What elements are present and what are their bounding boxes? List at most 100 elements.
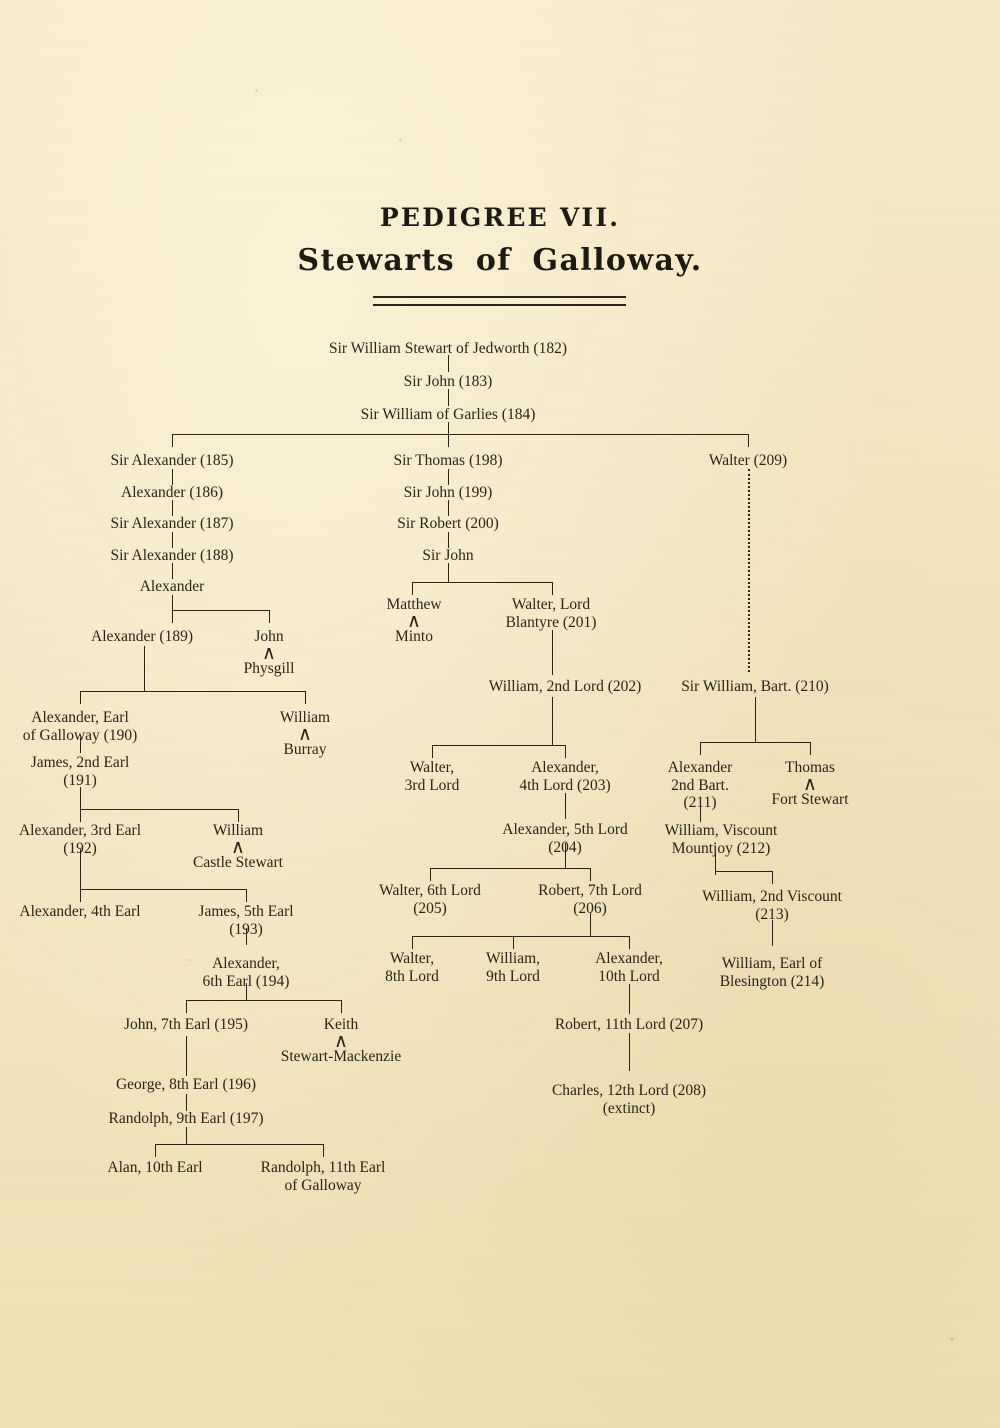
connector-drop-201 [552,582,553,595]
cadet-caret-icon: ∧ [298,723,312,745]
connector-197-children [186,1127,187,1144]
node-label: Sir Alexander (185) [110,452,234,469]
node-label: Sir Alexander (187) [110,515,234,532]
connector-drop-205 [430,868,431,881]
node-sir-william-stewart-of-jedworth: Sir William Stewart of Jedworth (182) [329,340,567,358]
node-sir-alexander-187: Sir Alexander (187) [110,515,233,533]
node-label-line2: Mountjoy (212) [671,839,771,857]
node-label: Sir William of Garlies (184) [360,406,536,423]
node-label: Sir John [422,547,474,564]
title-double-rule [373,296,626,306]
node-label-line2: (206) [573,899,607,917]
paper-speck [255,89,258,92]
node-label: Matthew [386,596,442,613]
node-label-line1: Walter, Lord [511,596,591,613]
node-matthew-minto: Matthew [386,596,441,614]
connector-bar-195-keith [186,1000,341,1001]
connector-bar-189-john [172,610,269,611]
node-william-burray: William [280,709,330,727]
node-sir-john-183: Sir John (183) [404,373,493,391]
cadet-branch-burray: ∧ Burray [283,723,327,758]
node-alexander-10th-lord: Alexander, 10th Lord [595,950,663,985]
connector-191-children [80,787,81,809]
node-walter-6th-lord-205: Walter, 6th Lord (205) [379,882,481,917]
node-label-line1: William, [485,950,541,967]
connector-207-208 [629,1033,630,1071]
node-charles-12th-lord-208: Charles, 12th Lord (208) (extinct) [552,1082,706,1117]
node-label-line2: Blesington (214) [719,972,825,990]
connector-202-children [552,697,553,745]
node-label-line1: Charles, 12th Lord (208) [551,1082,707,1099]
node-alexander-earl-of-galloway-190: Alexander, Earl of Galloway (190) [23,709,138,744]
connector-185-186 [172,469,173,485]
connector-182-183 [448,355,449,372]
connector-bar-alan-randolph [155,1144,323,1145]
connector-bar-matthew-blantyre [412,582,552,583]
paper-speck [950,1337,954,1341]
node-label-line1: James, 5th Earl [198,903,294,920]
connector-bar-lords-8-9-10 [412,936,629,937]
node-james-2nd-earl-191: James, 2nd Earl (191) [31,754,130,789]
node-label: Sir Robert (200) [397,515,499,532]
node-label-line1: Alexander [667,759,733,776]
node-label-line1: Robert, 7th Lord [538,882,642,899]
connector-bar-192-william [80,809,238,810]
connector-drop-william-burray [305,691,306,704]
cadet-label: Burray [283,741,327,758]
connector-drop-thomas [810,742,811,755]
node-label-line1: Walter, 6th Lord [379,882,481,899]
connector-206-children [590,913,591,936]
connector-184-bar [448,422,449,435]
node-label: Alexander (186) [121,484,223,501]
connector-drop-189 [172,610,173,623]
node-james-5th-earl-193: James, 5th Earl (193) [198,903,293,938]
connector-188-alexander [172,563,173,579]
node-alexander-5th-lord-204: Alexander, 5th Lord (204) [502,821,628,856]
connector-drop-randolph11 [323,1144,324,1157]
node-label: Alexander [139,578,205,595]
node-label-line2: of Galloway (190) [22,726,138,744]
node-robert-7th-lord-206: Robert, 7th Lord (206) [538,882,642,917]
node-label-line2: of Galloway [284,1176,362,1194]
node-william-2nd-viscount-213: William, 2nd Viscount (213) [702,888,842,923]
connector-drop-195 [186,1000,187,1013]
connector-183-184 [448,389,449,406]
node-label-line2: (192) [63,839,97,857]
connector-195-196 [186,1036,187,1076]
cadet-label: Fort Stewart [771,791,849,808]
node-label-line1: Walter, [389,950,435,967]
node-sir-alexander-188: Sir Alexander (188) [110,547,233,565]
node-label: Randolph, 9th Earl (197) [108,1110,264,1127]
node-label-line1: Alexander, 3rd Earl [18,822,142,839]
connector-alex10-207 [629,984,630,1014]
node-sir-robert-200: Sir Robert (200) [397,515,499,533]
node-william-9th-lord: William, 9th Lord [486,950,540,985]
node-label-line2: (205) [413,899,447,917]
connector-186-187 [172,500,173,516]
node-label: Sir William, Bart. (210) [681,678,829,695]
node-sir-alexander-185: Sir Alexander (185) [110,452,233,470]
node-robert-11th-lord-207: Robert, 11th Lord (207) [555,1016,703,1034]
node-label: George, 8th Earl (196) [115,1076,257,1093]
node-label: Thomas [785,759,835,776]
node-walter-8th-lord: Walter, 8th Lord [385,950,439,985]
connector-200-sirjohn [448,532,449,548]
cadet-branch-physgill: ∧ Physgill [244,644,295,677]
connector-bar-205-206 [430,868,590,869]
node-william-2nd-lord-202: William, 2nd Lord (202) [489,678,642,696]
connector-203-204 [565,793,566,819]
connector-drop-alexander-10th [629,936,630,949]
node-william-viscount-mountjoy-212: William, Viscount Mountjoy (212) [665,822,778,857]
connector-193-194 [246,928,247,945]
node-label: Walter (209) [708,452,788,469]
connector-drop-walter-8th [412,936,413,949]
node-alexander-4th-lord-203: Alexander, 4th Lord (203) [519,759,610,794]
connector-drop-193 [246,889,247,902]
connector-drop-185 [172,434,173,447]
node-randolph-9th-earl-197: Randolph, 9th Earl (197) [109,1110,264,1128]
node-label-line2: (204) [548,838,582,856]
connector-194-children [246,983,247,1000]
cadet-label: Castle Stewart [193,854,283,871]
connector-198-199 [448,469,449,485]
